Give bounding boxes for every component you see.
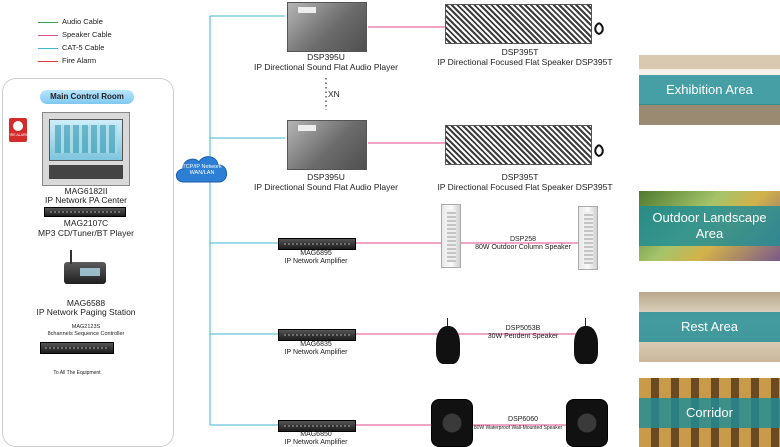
legend-label: Speaker Cable <box>62 30 112 39</box>
speaker5-model: DSP6060 <box>508 416 538 423</box>
speaker2-model: DSP395T <box>501 172 539 182</box>
legend-label: Audio Cable <box>62 17 103 26</box>
legend-swatch <box>38 61 58 62</box>
mp3-player-device <box>44 207 126 217</box>
network-label: TCP/IP Network WAN/LAN <box>176 164 228 176</box>
speaker-mount-icon <box>594 22 604 36</box>
sequencer-name: 8channels Sequence Controller <box>47 331 125 337</box>
flat-audio-player-device <box>287 2 367 52</box>
network-label-line1: TCP/IP Network <box>182 164 222 170</box>
paging-name: IP Network Paging Station <box>36 307 136 317</box>
amplifier-device <box>278 329 356 341</box>
pa-center-device <box>42 112 130 186</box>
player2-name: IP Directional Sound Flat Audio Player <box>254 182 398 192</box>
column-speaker-left <box>441 204 461 268</box>
room-title: Main Control Room <box>40 90 134 104</box>
flat-audio-player-device <box>287 120 367 170</box>
speaker1-name: IP Directional Focused Flat Speaker DSP3… <box>437 57 613 67</box>
fire-alarm-icon: FIRE ALARM <box>7 118 29 142</box>
pendant-speaker-right <box>574 318 598 364</box>
amp1-name: IP Network Amplifier <box>284 258 348 265</box>
wall-speaker-right <box>566 399 608 447</box>
flat-speaker-device <box>445 125 592 165</box>
column-speaker-right <box>578 206 598 270</box>
speaker2-name: IP Directional Focused Flat Speaker DSP3… <box>437 182 613 192</box>
speaker1-model: DSP395T <box>501 47 539 57</box>
legend-swatch <box>38 48 58 49</box>
speaker3-name: 80W Outdoor Column Speaker <box>475 244 571 251</box>
amplifier-device <box>278 238 356 250</box>
amplifier-device <box>278 420 356 432</box>
area-band <box>639 397 780 428</box>
flat-speaker-device <box>445 4 592 44</box>
area-label: Exhibition Area <box>666 82 753 97</box>
fire-alarm-label: FIRE ALARM <box>7 133 29 137</box>
amp2-model: MAG6835 <box>300 341 332 348</box>
speaker4-name: 30W Pendent Speaker <box>487 333 559 340</box>
area-exhibition: Exhibition Area <box>639 55 780 125</box>
amp2-name: IP Network Amplifier <box>284 349 348 356</box>
area-label: Corridor <box>686 404 733 420</box>
wall-speaker-left <box>431 399 473 447</box>
area-band <box>639 312 780 342</box>
sequencer-device <box>40 342 114 354</box>
sequencer-model: MAG2123S <box>71 324 101 330</box>
amp1-model: MAG6895 <box>300 250 332 257</box>
speaker5-name: 80W Waterproof Wall-Mounted Speaker <box>473 425 563 431</box>
amp3-name: IP Network Amplifier <box>284 439 348 446</box>
speaker4-model: DSP5053B <box>505 325 541 332</box>
player1-name: IP Directional Sound Flat Audio Player <box>254 62 398 72</box>
legend-swatch <box>38 22 58 23</box>
amp3-model: MAG6850 <box>300 431 332 438</box>
area-band <box>639 75 780 105</box>
mp3-model: MAG2107C <box>63 218 109 228</box>
equipment-label: To All The Equipment <box>53 370 101 376</box>
paging-model: MAG6588 <box>66 298 106 308</box>
mp3-name: MP3 CD/Tuner/BT Player <box>38 228 134 238</box>
pa-center-model: MAG6182II <box>64 186 108 196</box>
speaker-mount-icon <box>594 144 604 158</box>
pa-center-name: IP Network PA Center <box>45 195 127 205</box>
area-outdoor-landscape: Outdoor Landscape Area <box>639 191 780 261</box>
legend-swatch <box>38 35 58 36</box>
network-label-line2: WAN/LAN <box>189 170 215 176</box>
xn-label: XN <box>328 89 340 99</box>
pendant-speaker-left <box>436 318 460 364</box>
player2-model: DSP395U <box>307 172 345 182</box>
player1-model: DSP395U <box>307 52 345 62</box>
legend-label: CAT-5 Cable <box>62 43 105 52</box>
area-band <box>639 206 780 246</box>
area-label: Outdoor Landscape Area <box>652 210 767 241</box>
area-label: Rest Area <box>680 319 739 334</box>
network-cloud-icon <box>175 156 227 183</box>
legend-label: Fire Alarm <box>62 56 97 65</box>
speaker3-model: DSP258 <box>509 236 537 243</box>
paging-station-device <box>64 250 106 284</box>
area-rest: Rest Area <box>639 292 780 362</box>
area-corridor: Corridor <box>639 378 780 447</box>
